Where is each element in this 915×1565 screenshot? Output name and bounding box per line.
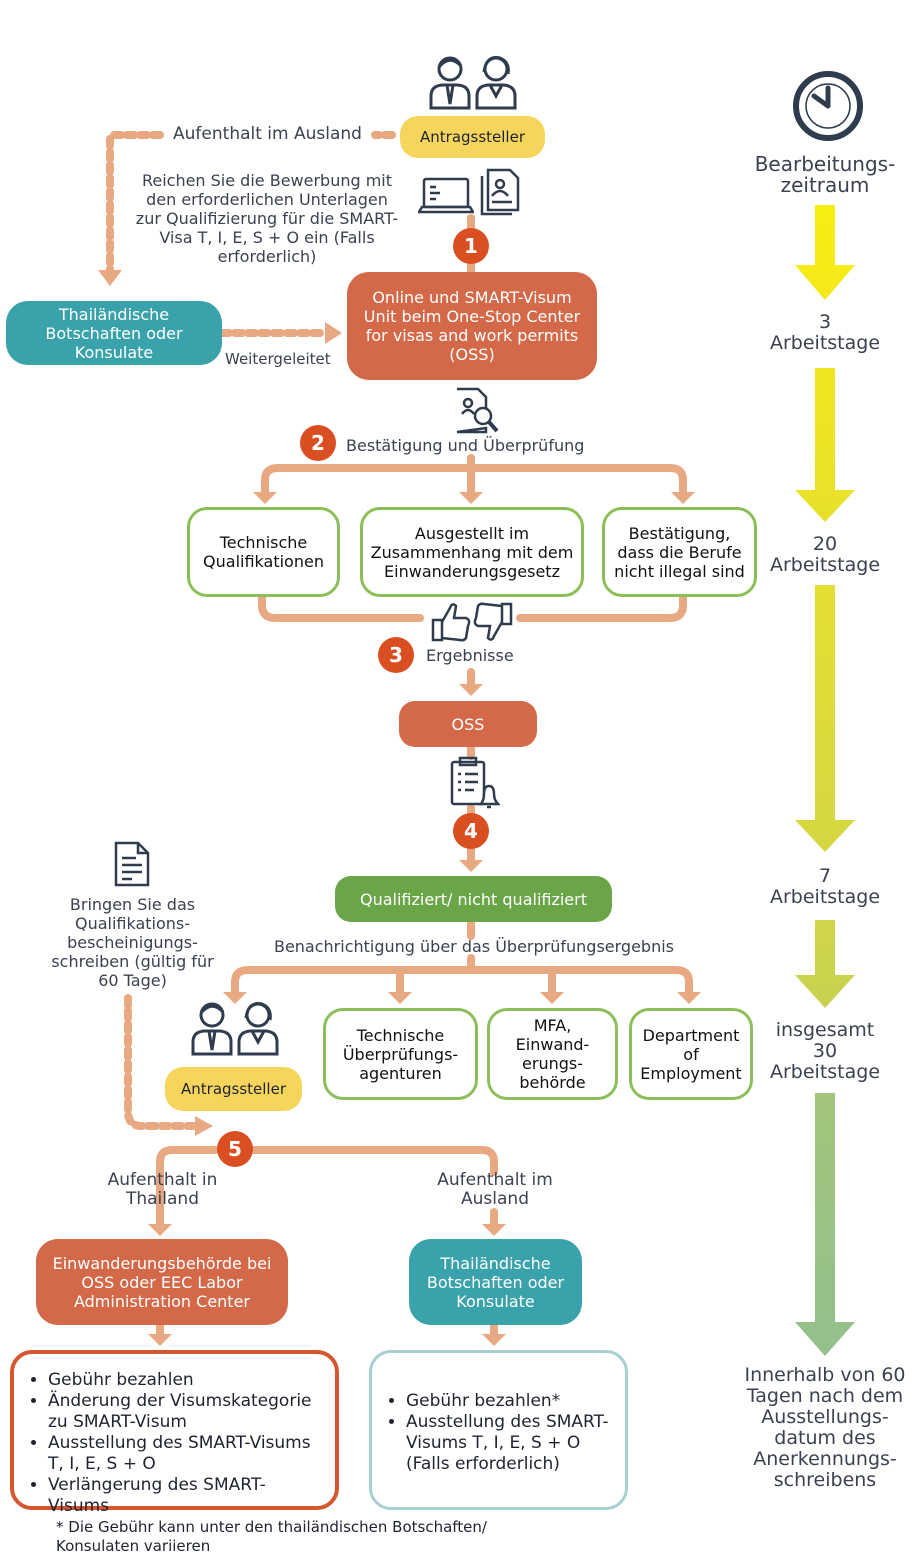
step-5-badge: 5 (217, 1131, 253, 1167)
step-2-badge: 2 (300, 425, 336, 461)
list-item: Ausstellung des SMART-Visums T, I, E, S … (406, 1412, 613, 1475)
stay-abroad-label: Aufenthalt im Ausland (437, 1170, 553, 1209)
oss-box: OSS (399, 701, 537, 747)
timeline-arrows (795, 205, 855, 1356)
recipient-mfa: MFA, Einwand-erungs-behörde (487, 1008, 618, 1100)
embassy-box-top: Thailändische Botschaften oder Konsulate (6, 301, 222, 365)
list-item: Gebühr bezahlen (48, 1370, 321, 1391)
document-icon (114, 841, 150, 887)
actions-abroad-box: Gebühr bezahlen* Ausstellung des SMART-V… (369, 1350, 628, 1510)
abroad-label-top: Aufenthalt im Ausland (173, 124, 362, 144)
results-label: Ergebnisse (426, 646, 514, 665)
timeline-title: Bearbeitungs-zeitraum (754, 152, 896, 197)
documents-icon (480, 168, 520, 216)
timeline-arrow-1 (795, 205, 855, 300)
check-technical: Technische Qualifikationen (187, 507, 340, 597)
document-search-icon (456, 387, 499, 434)
thumbs-up-down-icon (431, 602, 513, 642)
recipient-technical-agencies: Technische Überprüfungs-agenturen (323, 1008, 478, 1100)
check-immigration-law: Ausgestellt im Zusammenhang mit dem Einw… (360, 507, 584, 597)
applicants-icon-bottom (191, 1002, 279, 1056)
list-item: Ausstellung des SMART-Visums T, I, E, S … (48, 1433, 321, 1475)
timeline-stage-2: 20 Arbeitstage (770, 533, 881, 576)
footnote: * Die Gebühr kann unter den thailändisch… (56, 1518, 487, 1555)
applicant-label-top: Antragssteller (400, 116, 545, 158)
timeline-total: insgesamt 30 Arbeitstage (769, 1019, 881, 1083)
verification-label: Bestätigung und Überprüfung (346, 436, 585, 455)
timeline-arrow-4 (795, 920, 855, 1008)
submit-instruction: Reichen Sie die Bewerbung mit den erford… (135, 171, 399, 266)
bring-letter-text: Bringen Sie das Qualifikations-bescheini… (51, 895, 214, 990)
recipient-employment: Department of Employment (629, 1008, 753, 1100)
laptop-icon (418, 177, 474, 214)
timeline-final: Innerhalb von 60 Tagen nach dem Ausstell… (744, 1364, 906, 1491)
timeline-stage-1: 3 Arbeitstage (770, 311, 881, 354)
embassy-box-bottom: Thailändische Botschaften oder Konsulate (409, 1239, 582, 1325)
timeline-arrow-5 (795, 1093, 855, 1356)
list-item: Änderung der Visumskategorie zu SMART-Vi… (48, 1391, 321, 1433)
applicant-label-bottom: Antragssteller (165, 1067, 302, 1111)
clock-icon (793, 71, 863, 141)
actions-thailand-box: Gebühr bezahlen Änderung der Visumskateg… (10, 1350, 339, 1516)
step-4-badge: 4 (453, 813, 489, 849)
list-item: Gebühr bezahlen* (406, 1391, 613, 1412)
timeline-arrow-3 (795, 585, 855, 852)
stay-thailand-label: Aufenthalt in Thailand (107, 1170, 218, 1209)
applicants-icon (429, 56, 517, 110)
oss-center-box: Online und SMART-Visum Unit beim One-Sto… (347, 272, 597, 380)
timeline-stage-3: 7 Arbeitstage (770, 865, 881, 908)
list-item: Verlängerung des SMART-Visums (48, 1475, 321, 1517)
qualified-box: Qualifiziert/ nicht qualifiziert (335, 876, 612, 922)
notification-label: Benachrichtigung über das Überprüfungser… (273, 937, 675, 956)
step-1-badge: 1 (453, 228, 489, 264)
forwarded-label: Weitergeleitet (225, 350, 331, 368)
check-legal-occupation: Bestätigung, dass die Berufe nicht illeg… (602, 507, 757, 597)
step-3-badge: 3 (378, 637, 414, 673)
clipboard-bell-icon (450, 756, 500, 809)
immigration-office-box: Einwanderungsbehörde bei OSS oder EEC La… (36, 1239, 288, 1325)
timeline-arrow-2 (795, 368, 855, 522)
